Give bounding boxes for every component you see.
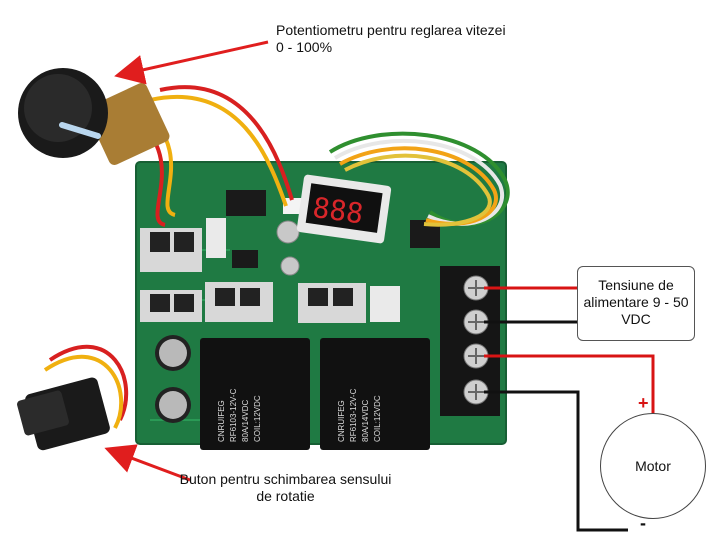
relay-1-coil: COIL:12VDC (253, 395, 262, 442)
capacitors (155, 335, 191, 423)
direction-button-label: Buton pentru schimbarea sensului de rota… (179, 471, 392, 504)
led-display: 888 (296, 174, 392, 244)
motor-plus-sign: + (638, 393, 649, 413)
relay-2-model: RF6103-12V-C (349, 388, 358, 442)
relay-1-rating: 80A/14VDC (241, 400, 250, 442)
button-arrow (104, 444, 191, 482)
relay-1: CNRUIFEG RF6103-12V-C 80A/14VDC COIL:12V… (200, 338, 310, 450)
relay-1-model: RF6103-12V-C (229, 388, 238, 442)
motor-positive-wire (484, 354, 655, 413)
direction-switch (17, 344, 129, 451)
potentiometer-arrow (114, 40, 269, 85)
relay-2-brand: CNRUIFEG (337, 400, 346, 442)
relay-1-brand: CNRUIFEG (217, 400, 226, 442)
motor-minus-sign: - (640, 513, 646, 533)
relay-2: CNRUIFEG RF6103-12V-C 80A/14VDC COIL:12V… (320, 338, 430, 450)
relay-2-rating: 80A/14VDC (361, 400, 370, 442)
svg-text:888: 888 (311, 191, 366, 231)
potentiometer-label: Potentiometru pentru reglarea vitezei 0 … (276, 22, 506, 55)
potentiometer-knob (18, 68, 170, 165)
supply-voltage-box: Tensiune de alimentare 9 - 50 VDC (577, 266, 695, 341)
motor-negative-wire (484, 390, 628, 532)
mosfet-heatsinks (140, 218, 400, 323)
relay-2-coil: COIL:12VDC (373, 395, 382, 442)
ribbon-wires (132, 85, 510, 227)
motor-circle: Motor (600, 413, 706, 519)
